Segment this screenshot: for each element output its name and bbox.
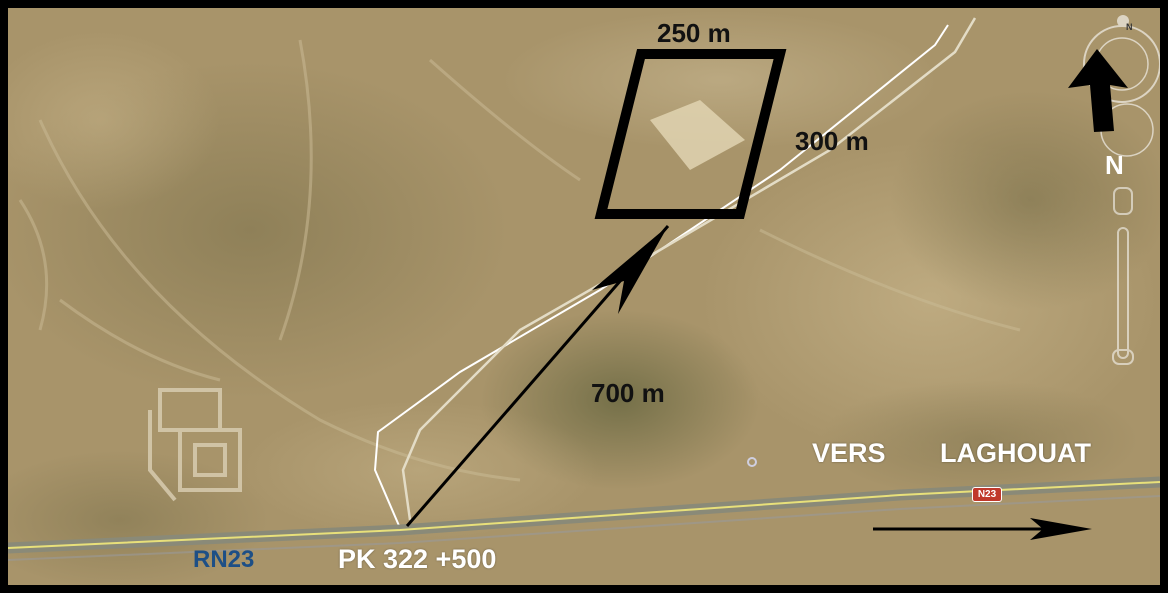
marker-dot [747, 457, 757, 467]
site-boundary [594, 49, 787, 219]
north-label: N [1105, 150, 1124, 180]
road-shield-badge: N23 [972, 487, 1002, 502]
track-road [401, 17, 977, 521]
direction-city-label: LAGHOUAT [940, 438, 1091, 468]
compass-ring-letter: N [1126, 22, 1133, 32]
dirt-tracks [18, 39, 1021, 482]
length-label: 300 m [795, 126, 869, 156]
zoom-slider-icon[interactable] [1112, 187, 1134, 365]
direction-arrow-icon [873, 518, 1092, 540]
access-arrow-icon [405, 225, 670, 527]
road-name-label: RN23 [193, 546, 255, 573]
clearing-patch [650, 100, 745, 170]
track-outline [373, 24, 949, 529]
north-arrow-icon [1068, 49, 1128, 132]
width-label: 250 m [657, 18, 731, 48]
direction-word-label: VERS [812, 438, 886, 468]
kilometer-point-label: PK 322 +500 [338, 544, 497, 574]
road-rn23 [8, 476, 1160, 561]
satellite-map [8, 8, 1160, 585]
ruin-compound [148, 388, 242, 502]
distance-label: 700 m [591, 378, 665, 408]
